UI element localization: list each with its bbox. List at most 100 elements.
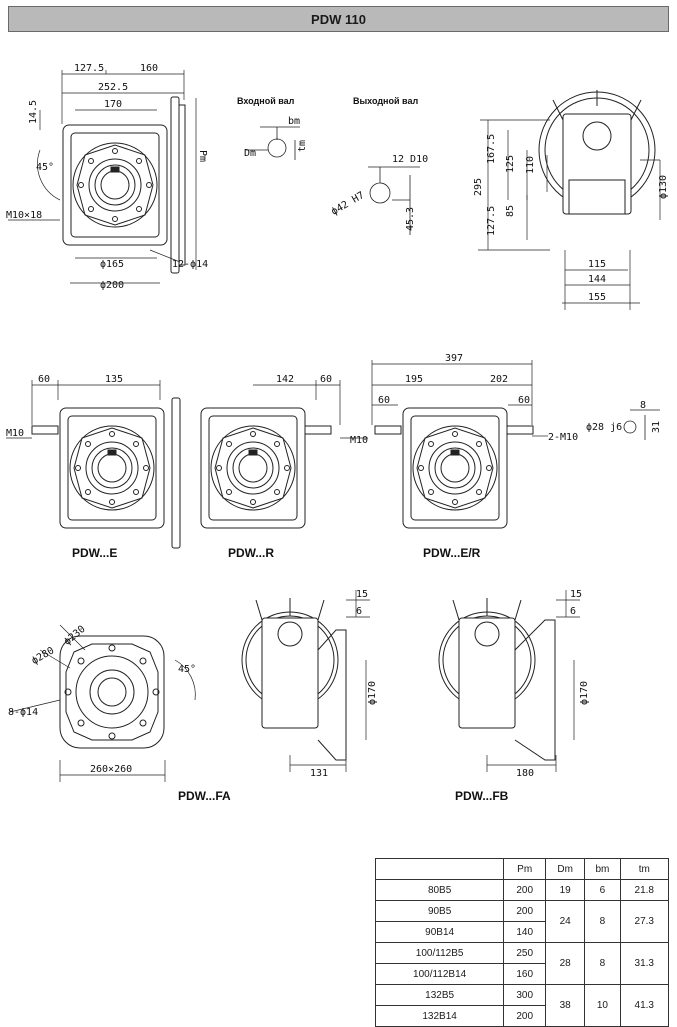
dim-phi42-h7: ϕ42 H7 [330,190,367,218]
dim-85: 85 [505,205,516,217]
dim-60-e: 60 [38,374,50,385]
dim-pm: Pm [197,150,208,162]
table-header-cell: Dm [545,858,586,880]
dims-front-main [8,70,197,284]
dim-15-fa: 15 [356,589,368,600]
dim-8-phi14: 8-ϕ14 [8,707,38,718]
dims-fb-side [486,590,580,772]
pdw-e-view [31,397,181,549]
dim-45: 45° [36,162,54,173]
dim-6-fb: 6 [570,606,576,617]
dim-295: 295 [473,178,484,196]
output-shaft-label: Выходной вал [353,96,418,106]
pdw-er-view [374,407,534,529]
table-cell: 200 [503,900,547,922]
spec-table: Pm Dm bm tm 80B5 200 19 6 21.8 90B5 200 … [374,858,670,1027]
dim-31: 31 [651,421,662,433]
dim-170: 170 [104,99,122,110]
table-cell: 38 [545,984,586,1027]
dim-127-5-side: 127.5 [486,206,497,236]
dim-phi170-fb: ϕ170 [579,681,590,705]
dim-167-5: 167.5 [486,134,497,164]
dim-2-m10: 2-M10 [548,432,578,443]
dim-bm: bm [288,116,300,127]
table-cell: 300 [503,984,547,1006]
table-cell: 21.8 [619,879,670,901]
dim-260x260: 260×260 [90,764,132,775]
table-header-cell: tm [619,858,670,880]
table-row: 100/112B5 250 28 8 31.3 [374,942,670,985]
input-shaft-label: Входной вал [237,96,295,106]
dim-phi28-j6: ϕ28 j6 [586,422,622,433]
table-header-cell: Pm [503,858,547,880]
table-header-cell [374,858,505,880]
dim-60-er-left: 60 [378,395,390,406]
side-view-main [538,90,656,215]
table-cell: 31.3 [619,942,670,985]
table-row: 100/112B14 160 [374,963,669,985]
dim-127-5: 127.5 [74,63,104,74]
table-cell: 140 [503,921,547,943]
dim-6-fa: 6 [356,606,362,617]
table-cell: 24 [545,900,586,943]
dim-phi165: ϕ165 [100,259,124,270]
dim-phi200: ϕ200 [100,280,124,291]
output-shaft-detail [368,166,420,235]
table-cell: 10 [584,984,621,1027]
table-header-cell: bm [584,858,621,880]
dim-dm: Dm [244,148,256,159]
table-cell: 90B14 [374,921,505,943]
dim-142: 142 [276,374,294,385]
dim-115: 115 [588,259,606,270]
label-pdw-fa: PDW...FA [178,789,231,803]
table-row: 80B5 200 19 6 21.8 [374,879,670,901]
table-cell: 132B14 [374,1005,505,1027]
dim-phi130: ϕ130 [658,175,669,199]
table-cell: 8 [584,900,621,943]
label-pdw-fb: PDW...FB [455,789,509,803]
table-cell: 100/112B5 [374,942,505,964]
pdw-fb-side-view [438,597,556,761]
dims-fa-side [289,590,370,772]
table-cell: 100/112B14 [374,963,505,985]
flange-fa-front [59,635,165,749]
dims-pdw-e [6,380,161,439]
table-cell: 8 [584,942,621,985]
table-cell: 160 [503,963,547,985]
dim-202: 202 [490,374,508,385]
dim-m10-r: M10 [350,435,368,446]
table-row: 132B5 300 38 10 41.3 [374,984,670,1027]
dim-8: 8 [640,400,646,411]
dim-160: 160 [140,63,158,74]
dim-m10x18: M10×18 [6,210,42,221]
table-header-row: Pm Dm bm tm [374,858,670,880]
dim-135: 135 [105,374,123,385]
table-cell: 90B5 [374,900,505,922]
table-row: 90B14 140 [374,921,669,943]
dim-397: 397 [445,353,463,364]
dim-180: 180 [516,768,534,779]
dim-14-5: 14.5 [28,100,39,124]
dim-45-3: 45.3 [405,207,416,231]
table-cell: 80B5 [374,879,505,901]
dim-110: 110 [525,156,536,174]
table-cell: 19 [545,879,586,901]
dims-pdw-er [371,360,548,437]
input-shaft-detail [245,126,300,160]
dim-tm: tm [297,140,308,152]
label-pdw-er: PDW...E/R [423,546,481,560]
pdw-r-view [200,407,332,529]
table-cell: 6 [584,879,621,901]
dim-phi280: ϕ280 [30,645,56,667]
dim-155: 155 [588,292,606,303]
dim-phi170-fa: ϕ170 [367,681,378,705]
dims-pdw-r [253,380,368,439]
dim-60-er-right: 60 [518,395,530,406]
dim-60-r: 60 [320,374,332,385]
page-title: PDW 110 [8,6,669,32]
table-cell: 200 [503,879,547,901]
table-row: 90B5 200 24 8 27.3 [374,900,670,943]
dim-195: 195 [405,374,423,385]
table-cell: 27.3 [619,900,670,943]
